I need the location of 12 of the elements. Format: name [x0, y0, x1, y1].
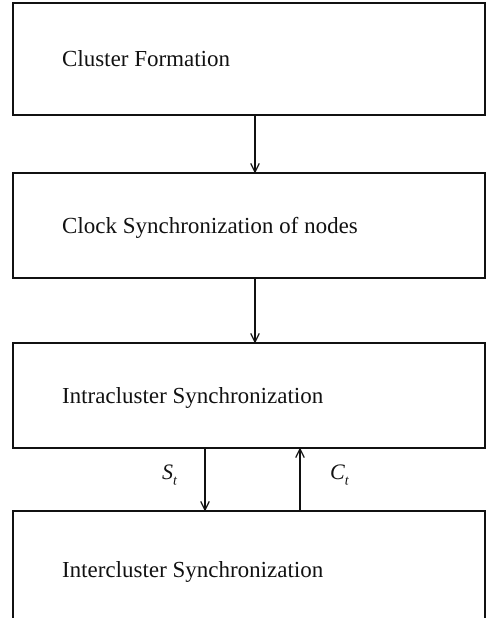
- arrow: [200, 449, 210, 511]
- process-box: [12, 342, 486, 449]
- process-box: [12, 2, 486, 116]
- process-box: [12, 510, 486, 618]
- box-text: Intracluster Synchronization: [62, 382, 324, 410]
- arrow: [250, 116, 260, 173]
- box-text: Intercluster Synchronization: [62, 556, 324, 584]
- arrow: [250, 279, 260, 343]
- arrow: [294, 448, 306, 510]
- box-text: Clock Synchronization of nodes: [62, 212, 358, 240]
- process-box: [12, 172, 486, 279]
- box-text: Cluster Formation: [62, 45, 230, 74]
